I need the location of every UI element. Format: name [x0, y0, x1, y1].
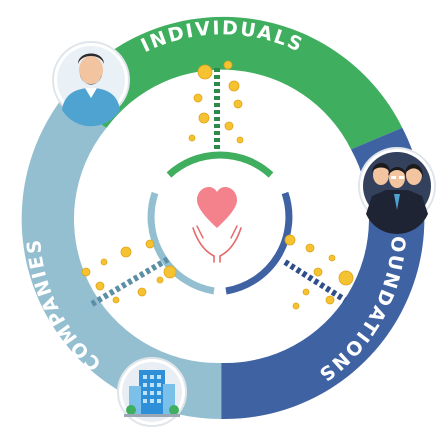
money-flow-individuals [188, 60, 244, 150]
coins-individuals [188, 60, 244, 144]
person-avatar-icon [52, 41, 130, 127]
money-flow-foundations [283, 234, 354, 310]
inner-arc-individuals [166, 151, 274, 178]
segment-individuals [62, 16, 403, 150]
group-people-icon [358, 147, 436, 235]
coins-foundations [284, 234, 354, 310]
segment-companies [21, 97, 222, 420]
inner-ring [147, 151, 293, 295]
money-flow-companies [81, 239, 177, 307]
inner-arc-companies [147, 191, 215, 295]
coins-companies [81, 239, 177, 304]
heart-in-hands-icon [192, 187, 242, 263]
inner-arc-foundations [225, 191, 293, 295]
office-building-icon [117, 357, 187, 427]
